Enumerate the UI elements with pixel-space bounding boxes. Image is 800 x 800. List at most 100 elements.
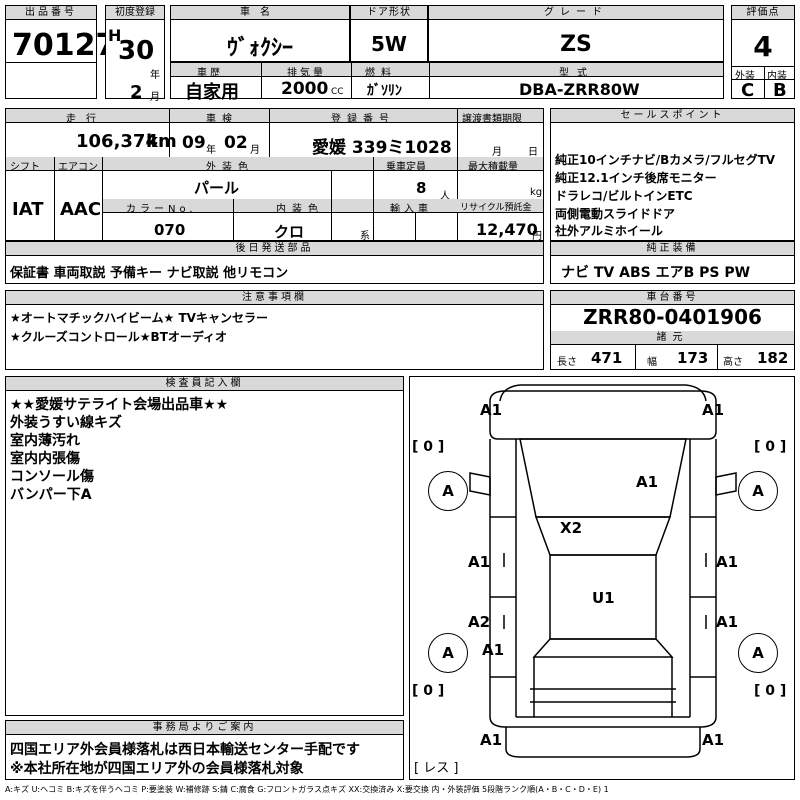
grade: ZS <box>560 32 592 57</box>
history-label: 車歴 <box>197 68 223 79</box>
max-load-unit: kg <box>530 187 543 198</box>
lot-number: 70127 <box>12 28 117 63</box>
side-mirror-left <box>469 472 491 496</box>
fuel: ｶﾞｿﾘﾝ <box>367 83 402 99</box>
mark-right-rear-door: A1 <box>716 613 739 631</box>
color-no: 070 <box>154 221 186 239</box>
inspector-label: 検査員記入欄 <box>6 377 403 391</box>
damage-diagram: A1 A1 A1 X2 A1 A1 U1 A2 A1 A1 A1 A1 A A … <box>409 376 795 780</box>
year-unit: 年 <box>150 70 160 81</box>
reg-no-label: 登録番号 <box>331 114 395 125</box>
score-label: 評価点 <box>732 6 794 20</box>
bracket-front-right: [ 0 ] <box>754 439 787 455</box>
model: DBA-ZRR80W <box>519 80 640 99</box>
fuel-label: 燃料 <box>365 68 397 79</box>
office-notice: 事務局よりご案内 四国エリア外会員様落札は西日本輸送センター手配です ※本社所在… <box>5 720 404 780</box>
bracket-front-left: [ 0 ] <box>412 439 445 455</box>
transfer-label: 譲渡書類期限 <box>462 114 522 125</box>
transfer-month: 月 <box>492 147 502 158</box>
lot-label: 出品番号 <box>6 6 96 20</box>
first-registration-cell: 初度登録 H 30 年 2 月 <box>105 5 165 103</box>
wheel-rear-right: A <box>738 633 778 673</box>
width: 173 <box>677 349 709 367</box>
sales-item: 純正10インチナビ/Bカメラ/フルセグTV <box>555 153 776 167</box>
chassis: 車台番号 ZRR80-0401906 諸元 長さ 471 幅 173 高さ 18… <box>550 290 795 370</box>
chassis-label: 車台番号 <box>551 291 794 305</box>
chassis-number: ZRR80-0401906 <box>583 305 762 329</box>
legend: A:キズ U:ヘコミ B:キズを伴うヘコミ P:要塗装 W:補修跡 S:錆 C:… <box>5 785 609 794</box>
inspector-notes: 検査員記入欄 ★★愛媛サテライト会場出品車★★ 外装うすい線キズ 室内薄汚れ 室… <box>5 376 404 716</box>
wheel-rear-left: A <box>428 633 468 673</box>
hood-outline <box>519 438 687 518</box>
rear-bumper-outline <box>505 727 701 758</box>
mark-roof: U1 <box>592 589 615 607</box>
displacement: 2000 <box>281 79 329 99</box>
later-parts-value: 保証書 車両取説 予備キー ナビ取説 他リモコン <box>10 266 289 281</box>
mark-left-rear-fender: A1 <box>482 641 505 659</box>
first-reg-label: 初度登録 <box>106 6 164 20</box>
mileage-label: 走行 <box>66 114 106 125</box>
inspector-line: バンパー下A <box>10 487 92 503</box>
dims-label: 諸元 <box>551 331 794 345</box>
sales-item: ドラレコ/ビルトインETC <box>555 189 693 203</box>
ext-color: パール <box>194 179 240 197</box>
mark-windshield: X2 <box>560 519 583 537</box>
mileage-unit: km <box>146 131 177 152</box>
notes: 注意事項欄 ★オートマチックハイビーム★ TVキャンセラー ★クルーズコントロー… <box>5 290 544 370</box>
insp-month: 02 <box>224 133 248 153</box>
grade-label: グレード <box>429 6 723 20</box>
notes-label: 注意事項欄 <box>6 291 543 305</box>
model-label: 型式 <box>559 68 595 79</box>
aircon-label: エアコン <box>58 162 98 173</box>
mark-right-front-door: A1 <box>716 553 739 571</box>
int-grade: B <box>773 80 787 101</box>
aircon: AAC <box>60 199 102 220</box>
office-label: 事務局よりご案内 <box>6 721 403 735</box>
length-label: 長さ <box>557 357 577 368</box>
reg-month: 2 <box>130 82 143 103</box>
ext-color-label: 外装色 <box>206 162 254 173</box>
inspector-line: ★★愛媛サテライト会場出品車★★ <box>10 397 229 413</box>
ext-label: 外装 <box>735 71 755 82</box>
displacement-label: 排気量 <box>287 68 326 79</box>
car-outline-diagram <box>469 384 737 758</box>
office-line: ※本社所在地が四国エリア外の会員様落札対象 <box>10 761 304 777</box>
side-mirror-right <box>715 472 737 496</box>
mark-left-rear-door: A2 <box>468 613 491 631</box>
color-no-label: カラーNo. <box>126 204 197 215</box>
width-label: 幅 <box>647 357 657 368</box>
recycle-label: リサイクル預託金 <box>460 203 532 213</box>
car-name: ｳﾞｫｸｼｰ <box>226 36 293 61</box>
vehicle-details-table: 走行 車検 登録番号 譲渡書類期限 106,374 km 09 年 02 月 愛… <box>5 108 544 242</box>
capacity-unit: 人 <box>440 191 450 202</box>
insp-year-unit: 年 <box>206 145 216 156</box>
sales-item: 純正12.1インチ後席モニター <box>555 171 717 185</box>
recycle: 12,470 <box>476 220 538 239</box>
mark-front-left: A1 <box>480 401 503 419</box>
mark-left-front-door: A1 <box>468 553 491 571</box>
rear-outline <box>489 716 717 728</box>
reg-no: 愛媛 339ミ1028 <box>312 138 452 158</box>
equipment-label: 純正装備 <box>551 242 794 256</box>
mark-rear-right: A1 <box>702 731 725 749</box>
insp-year: 09 <box>182 133 206 153</box>
month-unit: 月 <box>150 92 160 103</box>
note-line: ★オートマチックハイビーム★ TVキャンセラー <box>10 311 268 325</box>
sales-label: セールスポイント <box>551 109 794 123</box>
wheel-front-left: A <box>428 471 468 511</box>
sales-points: セールスポイント 純正10インチナビ/Bカメラ/フルセグTV 純正12.1インチ… <box>550 108 795 241</box>
inspector-line: 外装うすい線キズ <box>10 415 122 431</box>
grade-cell: グレード ZS <box>428 5 724 62</box>
bracket-rear-right: [ 0 ] <box>754 683 787 699</box>
office-line: 四国エリア外会員様落札は西日本輸送センター手配です <box>10 742 360 758</box>
mark-hood: A1 <box>636 473 659 491</box>
door: 5W <box>371 32 407 56</box>
equipment-value: ナビ TV ABS エアB PS PW <box>561 265 751 281</box>
capacity: 8 <box>416 179 427 197</box>
inspection-label: 車検 <box>206 114 238 125</box>
later-parts-label: 後日発送部品 <box>6 242 543 256</box>
right-side-outline <box>689 439 717 717</box>
mark-front-right: A1 <box>702 401 725 419</box>
note-line: ★クルーズコントロール★BTオーディオ <box>10 330 228 344</box>
length: 471 <box>591 349 623 367</box>
